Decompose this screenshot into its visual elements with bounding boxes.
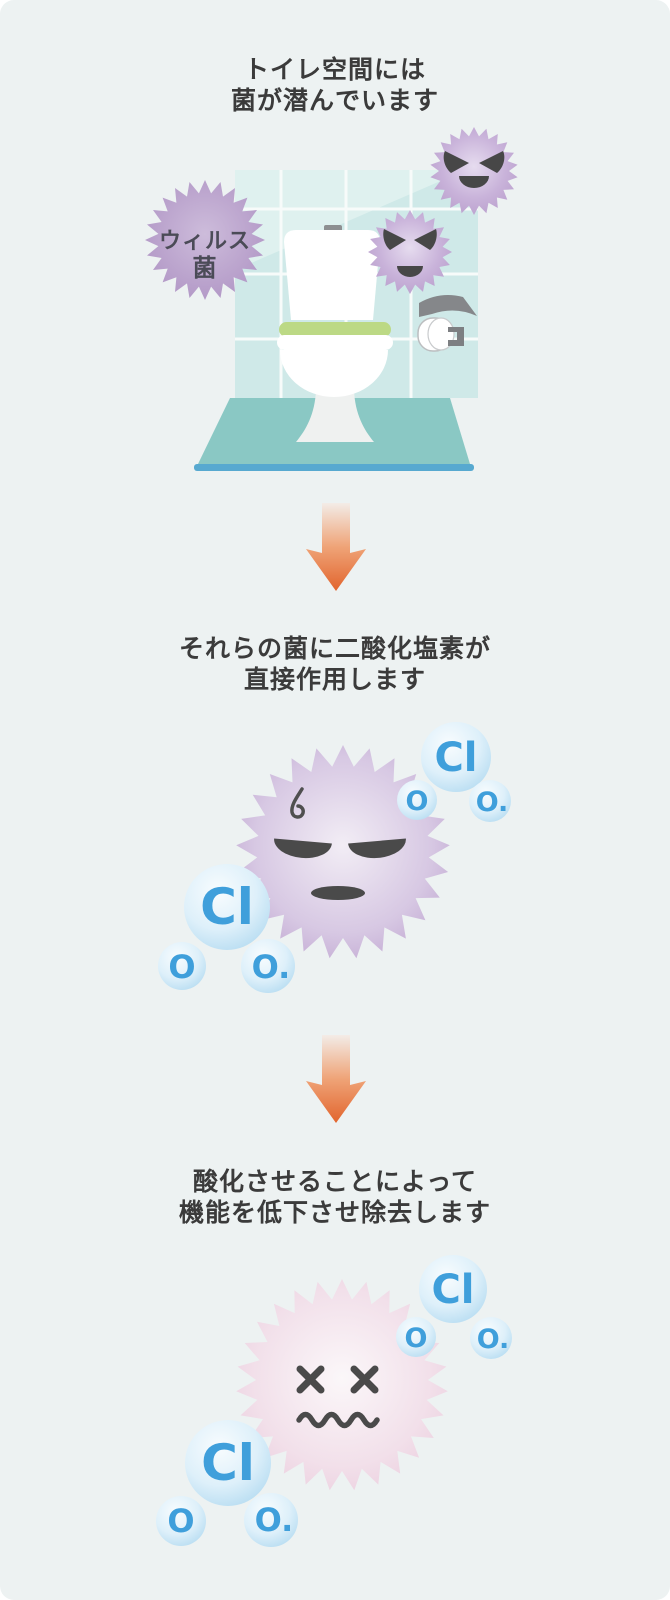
- germ-dead-body: [236, 1279, 448, 1491]
- toilet-paper-holder: [417, 295, 477, 352]
- toilet-pedestal: [296, 390, 374, 442]
- mouth-icon: [311, 886, 365, 900]
- germ-annoyed-body: [236, 745, 450, 959]
- germ-attack-illustration: Cl O O. Cl O O.: [158, 722, 511, 993]
- o-atom-label: O: [406, 786, 429, 817]
- o-atom-bubble: [397, 780, 437, 820]
- germ-small-1-body: [430, 127, 518, 215]
- droopy-eye-icon: [274, 838, 332, 859]
- x-eyes: [296, 1365, 379, 1394]
- clo2-molecule: Cl O O.: [397, 722, 511, 822]
- step-3-title: 酸化させることによって 機能を低下させ除去します: [0, 1166, 670, 1228]
- clo2-molecule: Cl O O.: [158, 864, 295, 993]
- o-atom-bubble: [396, 1317, 436, 1357]
- toilet-scene-illustration: ウィルス 菌: [145, 127, 518, 471]
- germ-annoyed: [236, 745, 450, 959]
- cl-atom-bubble: [421, 722, 491, 792]
- paper-roll-end: [427, 317, 455, 351]
- toilet-seat: [279, 322, 391, 337]
- angry-eye-icon: [479, 151, 505, 173]
- wavy-mouth-icon: [296, 1411, 380, 1429]
- step-1-title-line-2: 菌が潜んでいます: [230, 86, 439, 115]
- cl-atom-bubble: [185, 1420, 271, 1506]
- step-1-title: トイレ空間には 菌が潜んでいます: [0, 54, 670, 116]
- floor-front-edge: [194, 464, 474, 471]
- o-atom-bubble: [241, 939, 295, 993]
- sweat-drop-icon: [290, 787, 305, 819]
- angry-eye-icon: [414, 229, 437, 250]
- germ-removed-illustration: Cl O O. Cl O O.: [156, 1255, 512, 1547]
- x-eye-icon: [296, 1365, 325, 1394]
- down-arrow-1: [306, 503, 366, 591]
- step-2-title-line-1: それらの菌に二酸化塩素が: [178, 634, 491, 663]
- cl-atom-bubble: [184, 864, 270, 950]
- germ-dead: [236, 1279, 448, 1491]
- o-atom-bubble: [469, 780, 511, 822]
- clo2-molecule: Cl O O.: [396, 1255, 512, 1359]
- x-eye-icon: [350, 1365, 379, 1394]
- o-radical-label: O.: [252, 948, 291, 986]
- o-radical-label: O.: [476, 787, 509, 818]
- o-atom-label: O: [168, 948, 195, 986]
- down-arrow-icon: [306, 1035, 366, 1123]
- paper-holder-cover: [419, 295, 477, 317]
- o-atom-bubble: [158, 942, 206, 990]
- droopy-eye-icon: [348, 838, 406, 859]
- clo2-molecule: Cl O O.: [156, 1420, 298, 1547]
- germ-small-1: [430, 127, 518, 215]
- o-radical-label: O.: [255, 1501, 294, 1539]
- step-3-title-line-2: 機能を低下させ除去します: [178, 1198, 491, 1227]
- grin-mouth-icon: [459, 176, 489, 188]
- cl-atom-label: Cl: [431, 1267, 474, 1313]
- toilet-tank: [284, 230, 380, 320]
- virus-germ-body: [145, 180, 265, 300]
- step-2-title-line-2: 直接作用します: [243, 665, 426, 694]
- cl-atom-bubble: [419, 1255, 487, 1323]
- o-atom-label: O: [405, 1323, 428, 1354]
- down-arrow-2: [306, 1035, 366, 1123]
- step-1-title-line-1: トイレ空間には: [243, 55, 426, 84]
- toilet-bowl: [280, 350, 388, 397]
- o-atom-bubble: [244, 1493, 298, 1547]
- o-atom-bubble: [156, 1496, 206, 1546]
- step-3-title-line-1: 酸化させることによって: [192, 1167, 477, 1196]
- cl-atom-label: Cl: [434, 735, 477, 781]
- toilet: [277, 225, 393, 442]
- virus-label-line-1: ウィルス: [159, 229, 251, 254]
- cl-atom-label: Cl: [201, 1434, 255, 1492]
- virus-label-line-2: 菌: [193, 254, 218, 282]
- virus-germ-labeled: ウィルス 菌: [145, 180, 265, 300]
- o-atom-bubble: [470, 1317, 512, 1359]
- toilet-rim: [277, 335, 393, 350]
- cl-atom-label: Cl: [200, 878, 254, 936]
- angry-eye-icon: [443, 151, 469, 173]
- o-atom-label: O: [167, 1502, 194, 1540]
- down-arrow-icon: [306, 503, 366, 591]
- germ-small-2-body: [368, 210, 452, 294]
- germ-small-2: [368, 210, 452, 294]
- angry-eye-icon: [383, 229, 406, 250]
- grin-mouth-icon: [397, 266, 423, 277]
- step-2-title: それらの菌に二酸化塩素が 直接作用します: [0, 633, 670, 695]
- o-radical-label: O.: [477, 1324, 510, 1355]
- paper-holder-bracket: [448, 327, 464, 346]
